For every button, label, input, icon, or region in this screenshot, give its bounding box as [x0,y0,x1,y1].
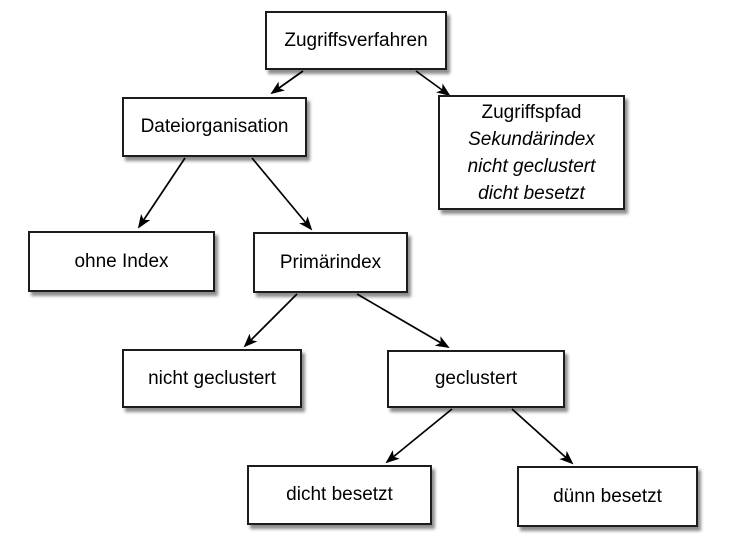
node-ohne-index: ohne Index [28,231,215,292]
node-label-line4: dicht besetzt [478,182,585,204]
node-zugriffsverfahren: Zugriffsverfahren [265,11,447,70]
node-label: ohne Index [74,250,169,272]
edge-dateiorganisation-primaerindex [251,157,313,231]
node-primaerindex: Primärindex [253,232,408,293]
node-label: Primärindex [279,251,382,273]
node-geclustert: geclustert [387,350,565,408]
node-label: geclustert [434,368,518,389]
edge-geclustert-dicht-besetzt [385,408,453,464]
node-label: dünn besetzt [553,485,662,507]
edge-dateiorganisation-ohne-index [137,157,186,229]
node-duenn-besetzt: dünn besetzt [517,466,698,527]
node-label-line3: nicht geclustert [467,155,596,177]
node-zugriffspfad: Zugriffspfad Sekundärindex nicht geclust… [438,95,625,210]
node-dateiorganisation: Dateiorganisation [122,97,307,157]
node-label: nicht geclustert [148,367,276,389]
node-dicht-besetzt: dicht besetzt [247,465,432,525]
node-label-line2: Sekundärindex [468,128,595,150]
node-label-line1: Zugriffspfad [481,101,582,123]
node-label: Zugriffsverfahren [284,29,428,51]
edge-primaerindex-geclustert [356,293,450,349]
node-label: Dateiorganisation [140,116,289,137]
edge-primaerindex-nicht-geclustert [243,293,298,348]
node-label: dicht besetzt [286,484,393,505]
edge-zugriffsverfahren-zugriffspfad [415,70,451,97]
edge-zugriffsverfahren-dateiorganisation [270,70,304,95]
edge-geclustert-duenn-besetzt [511,408,574,465]
node-nicht-geclustert: nicht geclustert [122,349,302,408]
